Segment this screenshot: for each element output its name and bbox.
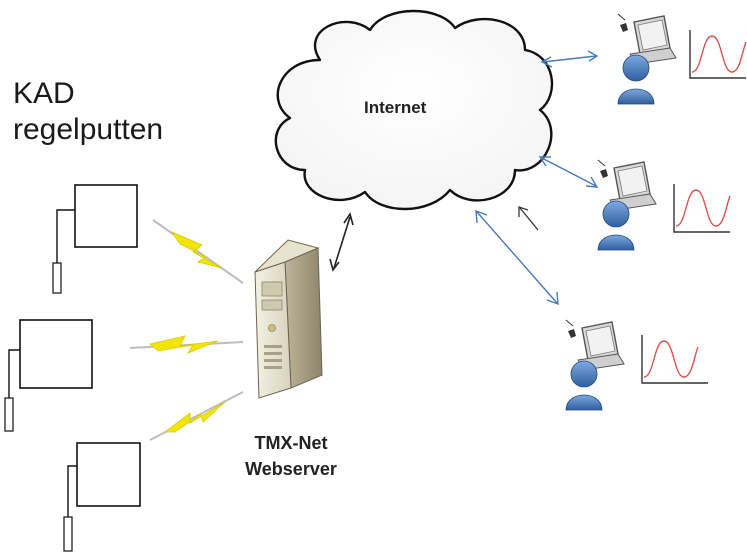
server-label: TMX-Net Webserver bbox=[231, 430, 351, 482]
graph-icon bbox=[689, 30, 747, 79]
internet-user-arrow bbox=[538, 156, 599, 188]
lightning-icon bbox=[129, 335, 244, 354]
lightning-icon bbox=[149, 391, 244, 441]
internet-user-arrow bbox=[540, 50, 599, 68]
sensor-box-icon bbox=[4, 319, 93, 432]
user-laptop-icon bbox=[617, 13, 677, 105]
graph-icon bbox=[641, 335, 708, 384]
server-internet-arrow bbox=[329, 212, 354, 272]
lightning-icon bbox=[152, 219, 244, 284]
server-label-line-2: Webserver bbox=[245, 459, 337, 479]
title-line-1: KAD bbox=[13, 77, 75, 110]
sensor-box-icon bbox=[52, 184, 138, 294]
title-line-2: regelputten bbox=[13, 113, 164, 146]
server-icon bbox=[254, 239, 323, 399]
cloud-icon bbox=[274, 9, 554, 211]
user-laptop-icon bbox=[597, 159, 657, 251]
cloud-label: Internet bbox=[364, 98, 427, 117]
internet-user-arrow bbox=[475, 209, 559, 306]
server-label-line-1: TMX-Net bbox=[254, 433, 328, 453]
user-laptop-icon bbox=[565, 319, 625, 411]
graph-icon bbox=[673, 184, 731, 233]
small-arrow bbox=[518, 206, 539, 231]
sensor-box-icon bbox=[63, 442, 141, 552]
diagram-title: KAD regelputten bbox=[13, 76, 163, 148]
